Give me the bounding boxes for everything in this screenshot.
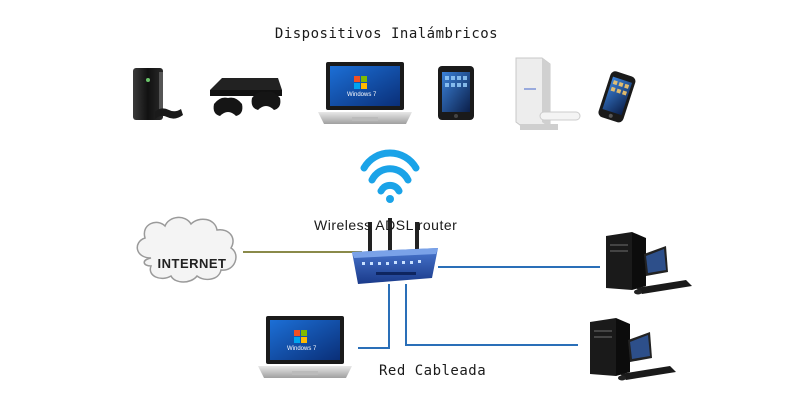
wired-network-label: Red Cableada — [379, 363, 487, 379]
desktop-pc-icon — [590, 318, 676, 381]
tablet-icon — [438, 66, 474, 120]
wired-link-pc2 — [405, 284, 578, 346]
laptop-screen-text: Windows 7 — [347, 92, 377, 98]
desktop-pc-icon — [606, 232, 692, 295]
laptop-screen-text: Windows 7 — [287, 346, 317, 352]
router-label: Wireless ADSL router — [314, 217, 458, 233]
playstation-console-icon — [210, 78, 282, 116]
smartphone-icon — [598, 71, 636, 123]
laptop-icon — [258, 316, 352, 378]
wifi-icon — [360, 149, 420, 203]
internet-cloud-icon — [136, 216, 237, 283]
laptop-icon — [318, 62, 412, 124]
xbox-console-icon — [133, 68, 183, 120]
wii-console-icon — [515, 57, 581, 130]
diagram-title: Dispositivos Inalámbricos — [274, 26, 499, 42]
router-icon — [352, 218, 438, 284]
internet-label: INTERNET — [157, 256, 227, 271]
wired-link-laptop — [358, 284, 390, 349]
connection-lines — [243, 251, 600, 349]
